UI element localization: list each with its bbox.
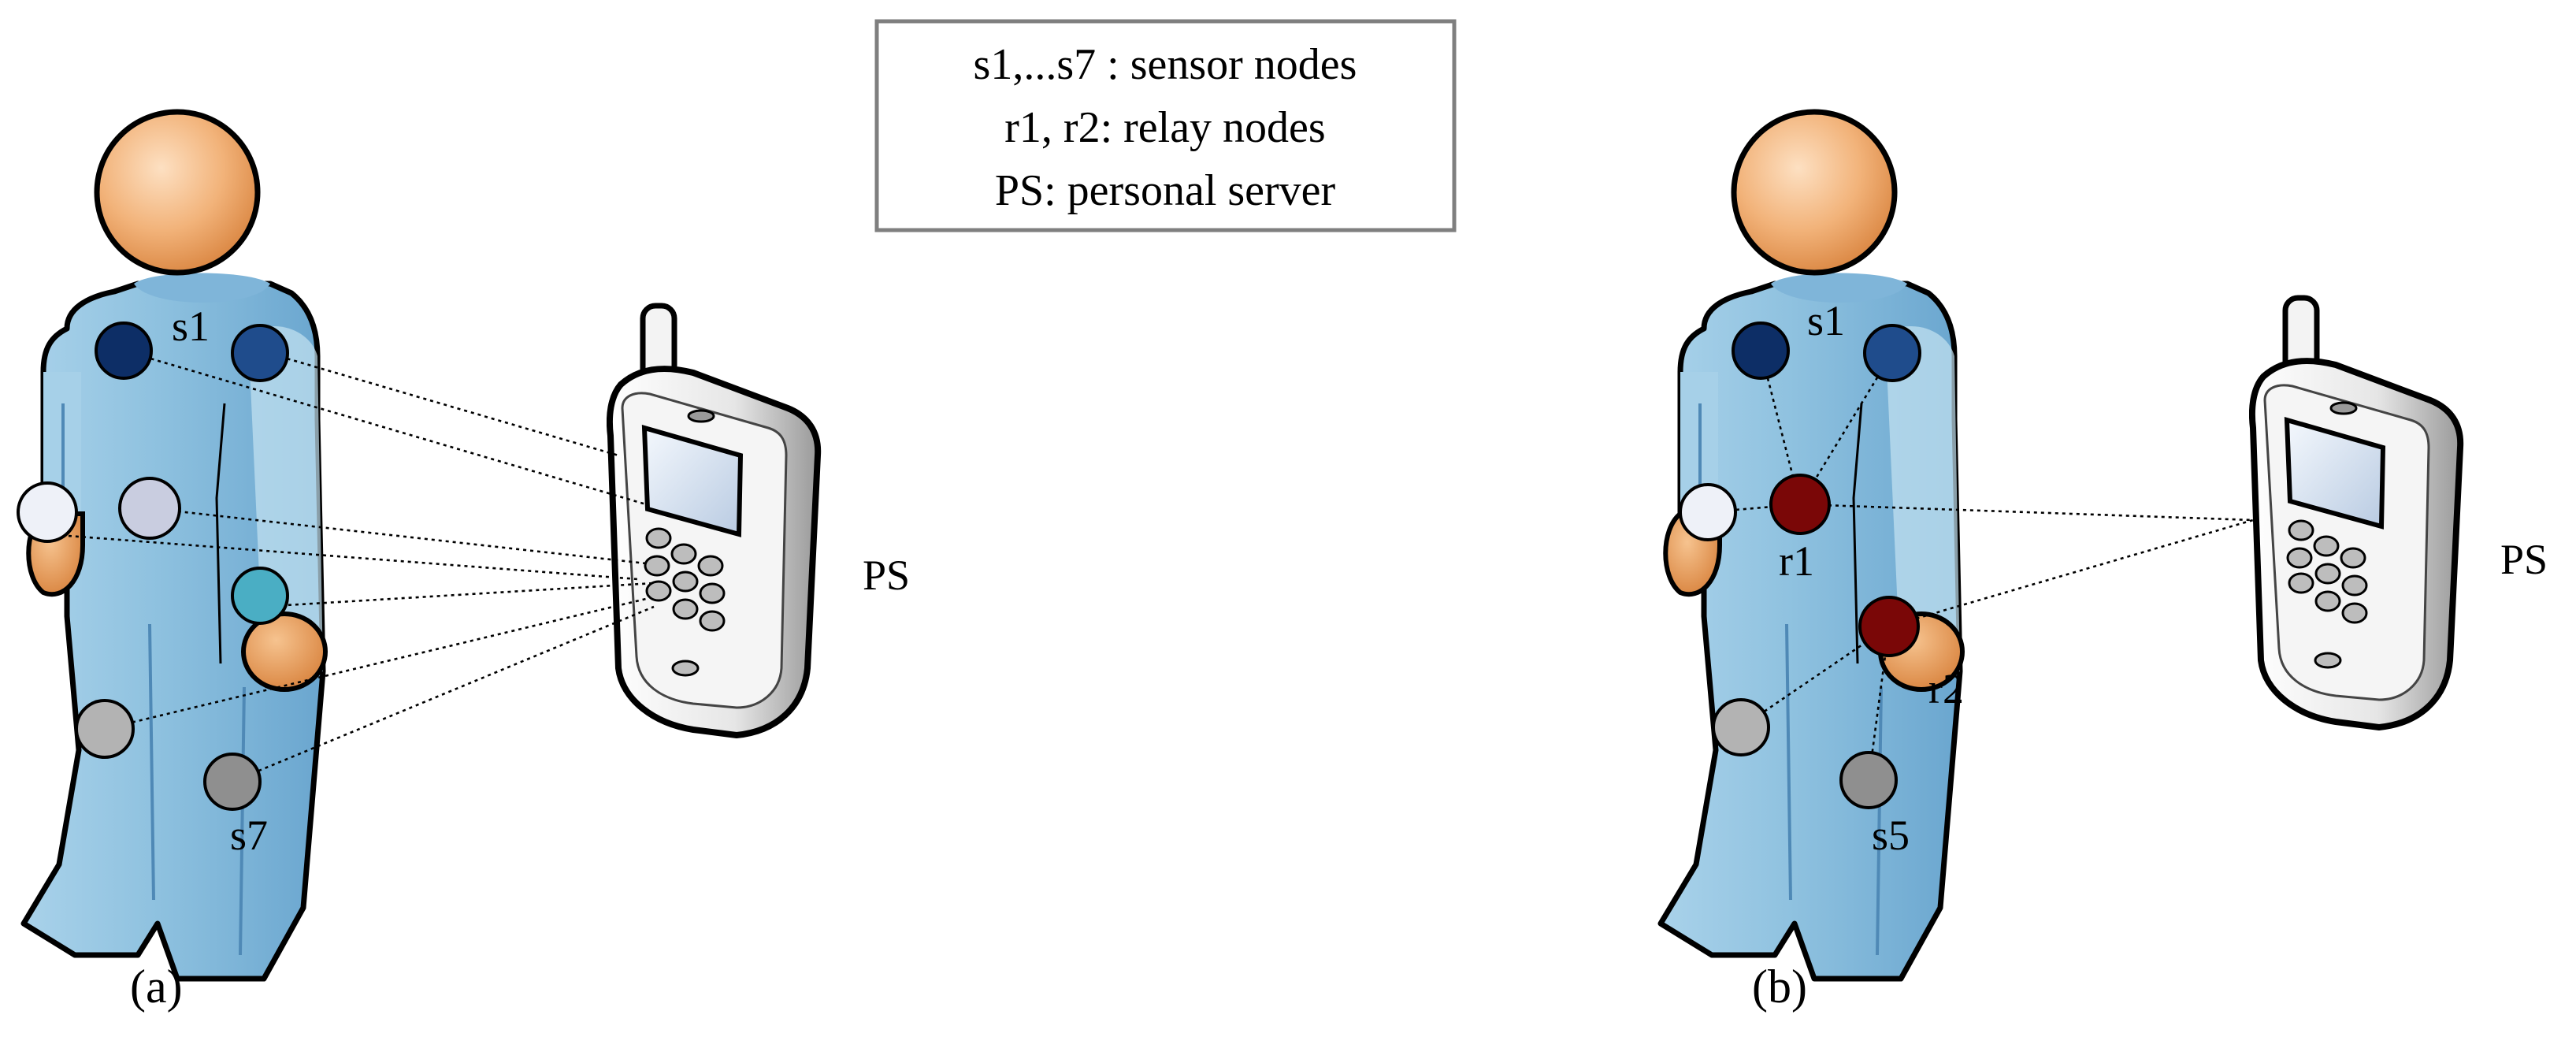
sensor-a-s5	[231, 567, 289, 625]
link-b-r1-ps	[1799, 503, 2254, 522]
phone-ps-a	[610, 306, 818, 735]
sensor-a-s4	[118, 477, 181, 540]
label-b-s1: s1	[1807, 297, 1845, 344]
legend-line-2: r1, r2: relay nodes	[1004, 103, 1325, 152]
sensor-b-s1	[1732, 322, 1790, 380]
sensor-b-s5	[1839, 751, 1898, 809]
label-a-s7: s7	[230, 812, 268, 859]
legend-box: s1,...s7 : sensor nodes r1, r2: relay no…	[874, 19, 1457, 232]
link-b-s2-r1	[1798, 352, 1894, 505]
sensor-b-s3	[1679, 483, 1737, 541]
relay-b-r2	[1858, 596, 1920, 657]
link-a-s5	[259, 582, 655, 608]
link-b-s1-r1	[1759, 350, 1802, 505]
sensor-b-s4	[1712, 698, 1770, 756]
link-a-s7	[232, 605, 655, 783]
label-b-r2: r2	[1928, 665, 1964, 712]
link-a-s1	[123, 349, 647, 506]
legend-line-3: PS: personal server	[995, 166, 1336, 215]
sensor-a-s7	[203, 753, 262, 811]
links-a	[46, 349, 655, 783]
link-a-s4	[149, 507, 647, 565]
sensor-a-s1	[95, 322, 153, 380]
label-b-ps: PS	[2500, 536, 2548, 583]
label-a-s1: s1	[172, 303, 210, 350]
sensors-a	[17, 322, 289, 811]
label-b-r1: r1	[1779, 537, 1814, 585]
sensor-a-s6	[75, 699, 135, 759]
label-b-s5: s5	[1872, 812, 1910, 859]
sensor-a-s3	[17, 481, 78, 543]
legend-line-1: s1,...s7 : sensor nodes	[974, 40, 1357, 89]
sensors-b	[1679, 322, 1921, 809]
sensor-b-s2	[1863, 324, 1921, 382]
panel-b: s1 r1 r2 s5 PS (b)	[1661, 112, 2548, 1013]
relay-b-r1	[1769, 474, 1831, 535]
sensor-a-s2	[231, 324, 289, 382]
caption-a: (a)	[130, 961, 183, 1013]
link-a-s2	[259, 349, 619, 457]
phone-ps-b	[2252, 298, 2460, 727]
panel-a: s1 s7 PS (a)	[17, 112, 910, 1013]
label-a-ps: PS	[863, 552, 910, 599]
link-a-s6	[104, 597, 647, 730]
person-figure-a	[24, 112, 325, 979]
caption-b: (b)	[1752, 961, 1807, 1013]
